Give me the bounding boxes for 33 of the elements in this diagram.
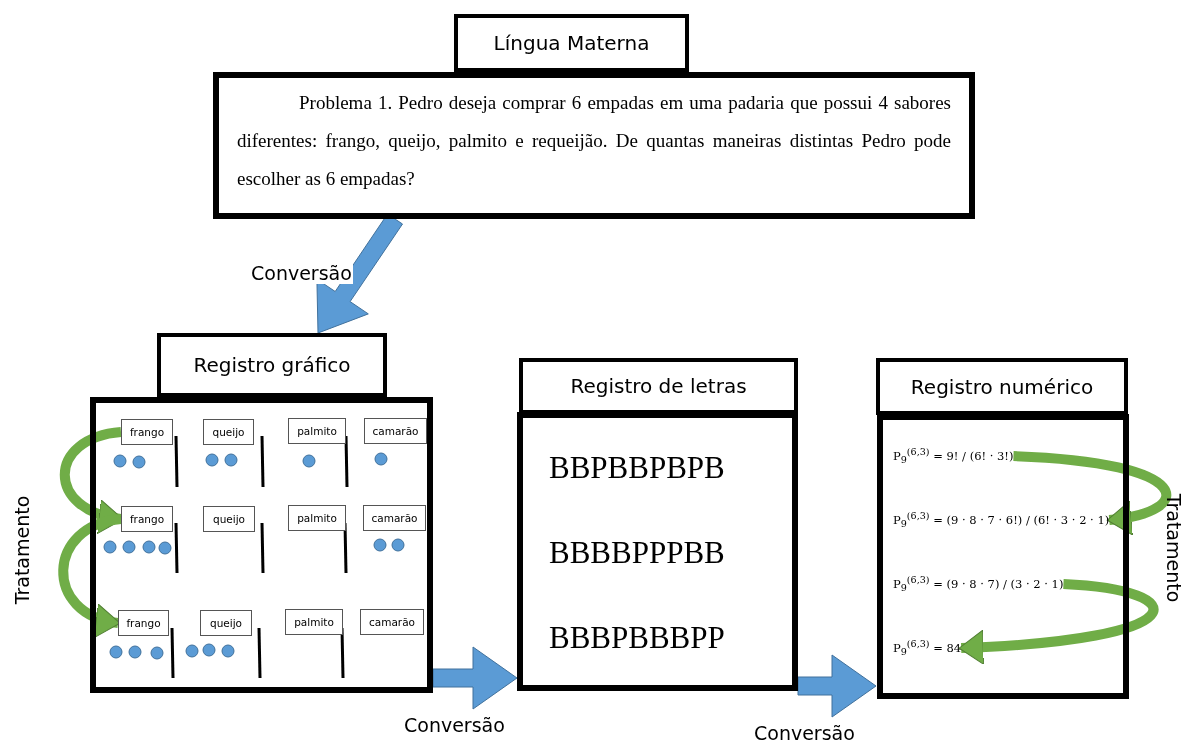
letter-sequence: BBBBPPPBB xyxy=(549,535,725,571)
title-box: Registro gráfico xyxy=(157,333,387,397)
category-label: queijo xyxy=(200,610,252,636)
title-box: Registro de letras xyxy=(519,358,798,414)
title-box: Registro numérico xyxy=(876,358,1128,415)
category-label: frango xyxy=(121,419,173,445)
formula: P$_{9}$$^{(6,3)}$ = (9 · 8 · 7 · 6!) / (6! · 3 · 2 · 1) xyxy=(893,506,1110,535)
block-arrow xyxy=(797,654,877,718)
letter-sequence: BBBPBBBPP xyxy=(549,620,725,656)
formula: P$_{9}$$^{(6,3)}$ = (9 · 8 · 7) / (3 · 2 · 1) xyxy=(893,570,1064,599)
curved-arrow xyxy=(958,579,1158,665)
formula: P$_{9}$$^{(6,3)}$ = 9! / (6! · 3!) xyxy=(893,442,1014,471)
problem-text: Problema 1. Pedro deseja comprar 6 empadas em uma padaria que possui 4 sabores diferentes: frango, queijo, palmito e requeijão. De quantas maneiras distintas Pedro pode escolher as 6 empadas? xyxy=(237,91,951,191)
category-label: palmito xyxy=(285,609,343,635)
category-label: queijo xyxy=(203,506,255,532)
category-label: queijo xyxy=(203,419,254,445)
title-box: Língua Materna xyxy=(454,14,689,72)
category-label: frango xyxy=(118,610,169,636)
formula: P$_{9}$$^{(6,3)}$ = 84 xyxy=(893,634,962,663)
curved-arrow xyxy=(58,514,122,636)
category-label: frango xyxy=(121,506,173,532)
category-label: camarão xyxy=(363,505,426,531)
block-arrow xyxy=(432,646,518,710)
curved-arrow xyxy=(1013,451,1171,535)
category-label: camarão xyxy=(360,609,424,635)
edge-label: Conversão xyxy=(250,262,353,284)
side-label: Tratamento xyxy=(1163,493,1185,603)
letter-sequence: BBPBBPBPB xyxy=(549,450,725,486)
edge-label: Conversão xyxy=(753,722,856,742)
category-label: camarão xyxy=(364,418,427,444)
category-label: palmito xyxy=(288,418,346,444)
side-label: Tratamento xyxy=(11,495,33,605)
category-label: palmito xyxy=(288,505,346,531)
